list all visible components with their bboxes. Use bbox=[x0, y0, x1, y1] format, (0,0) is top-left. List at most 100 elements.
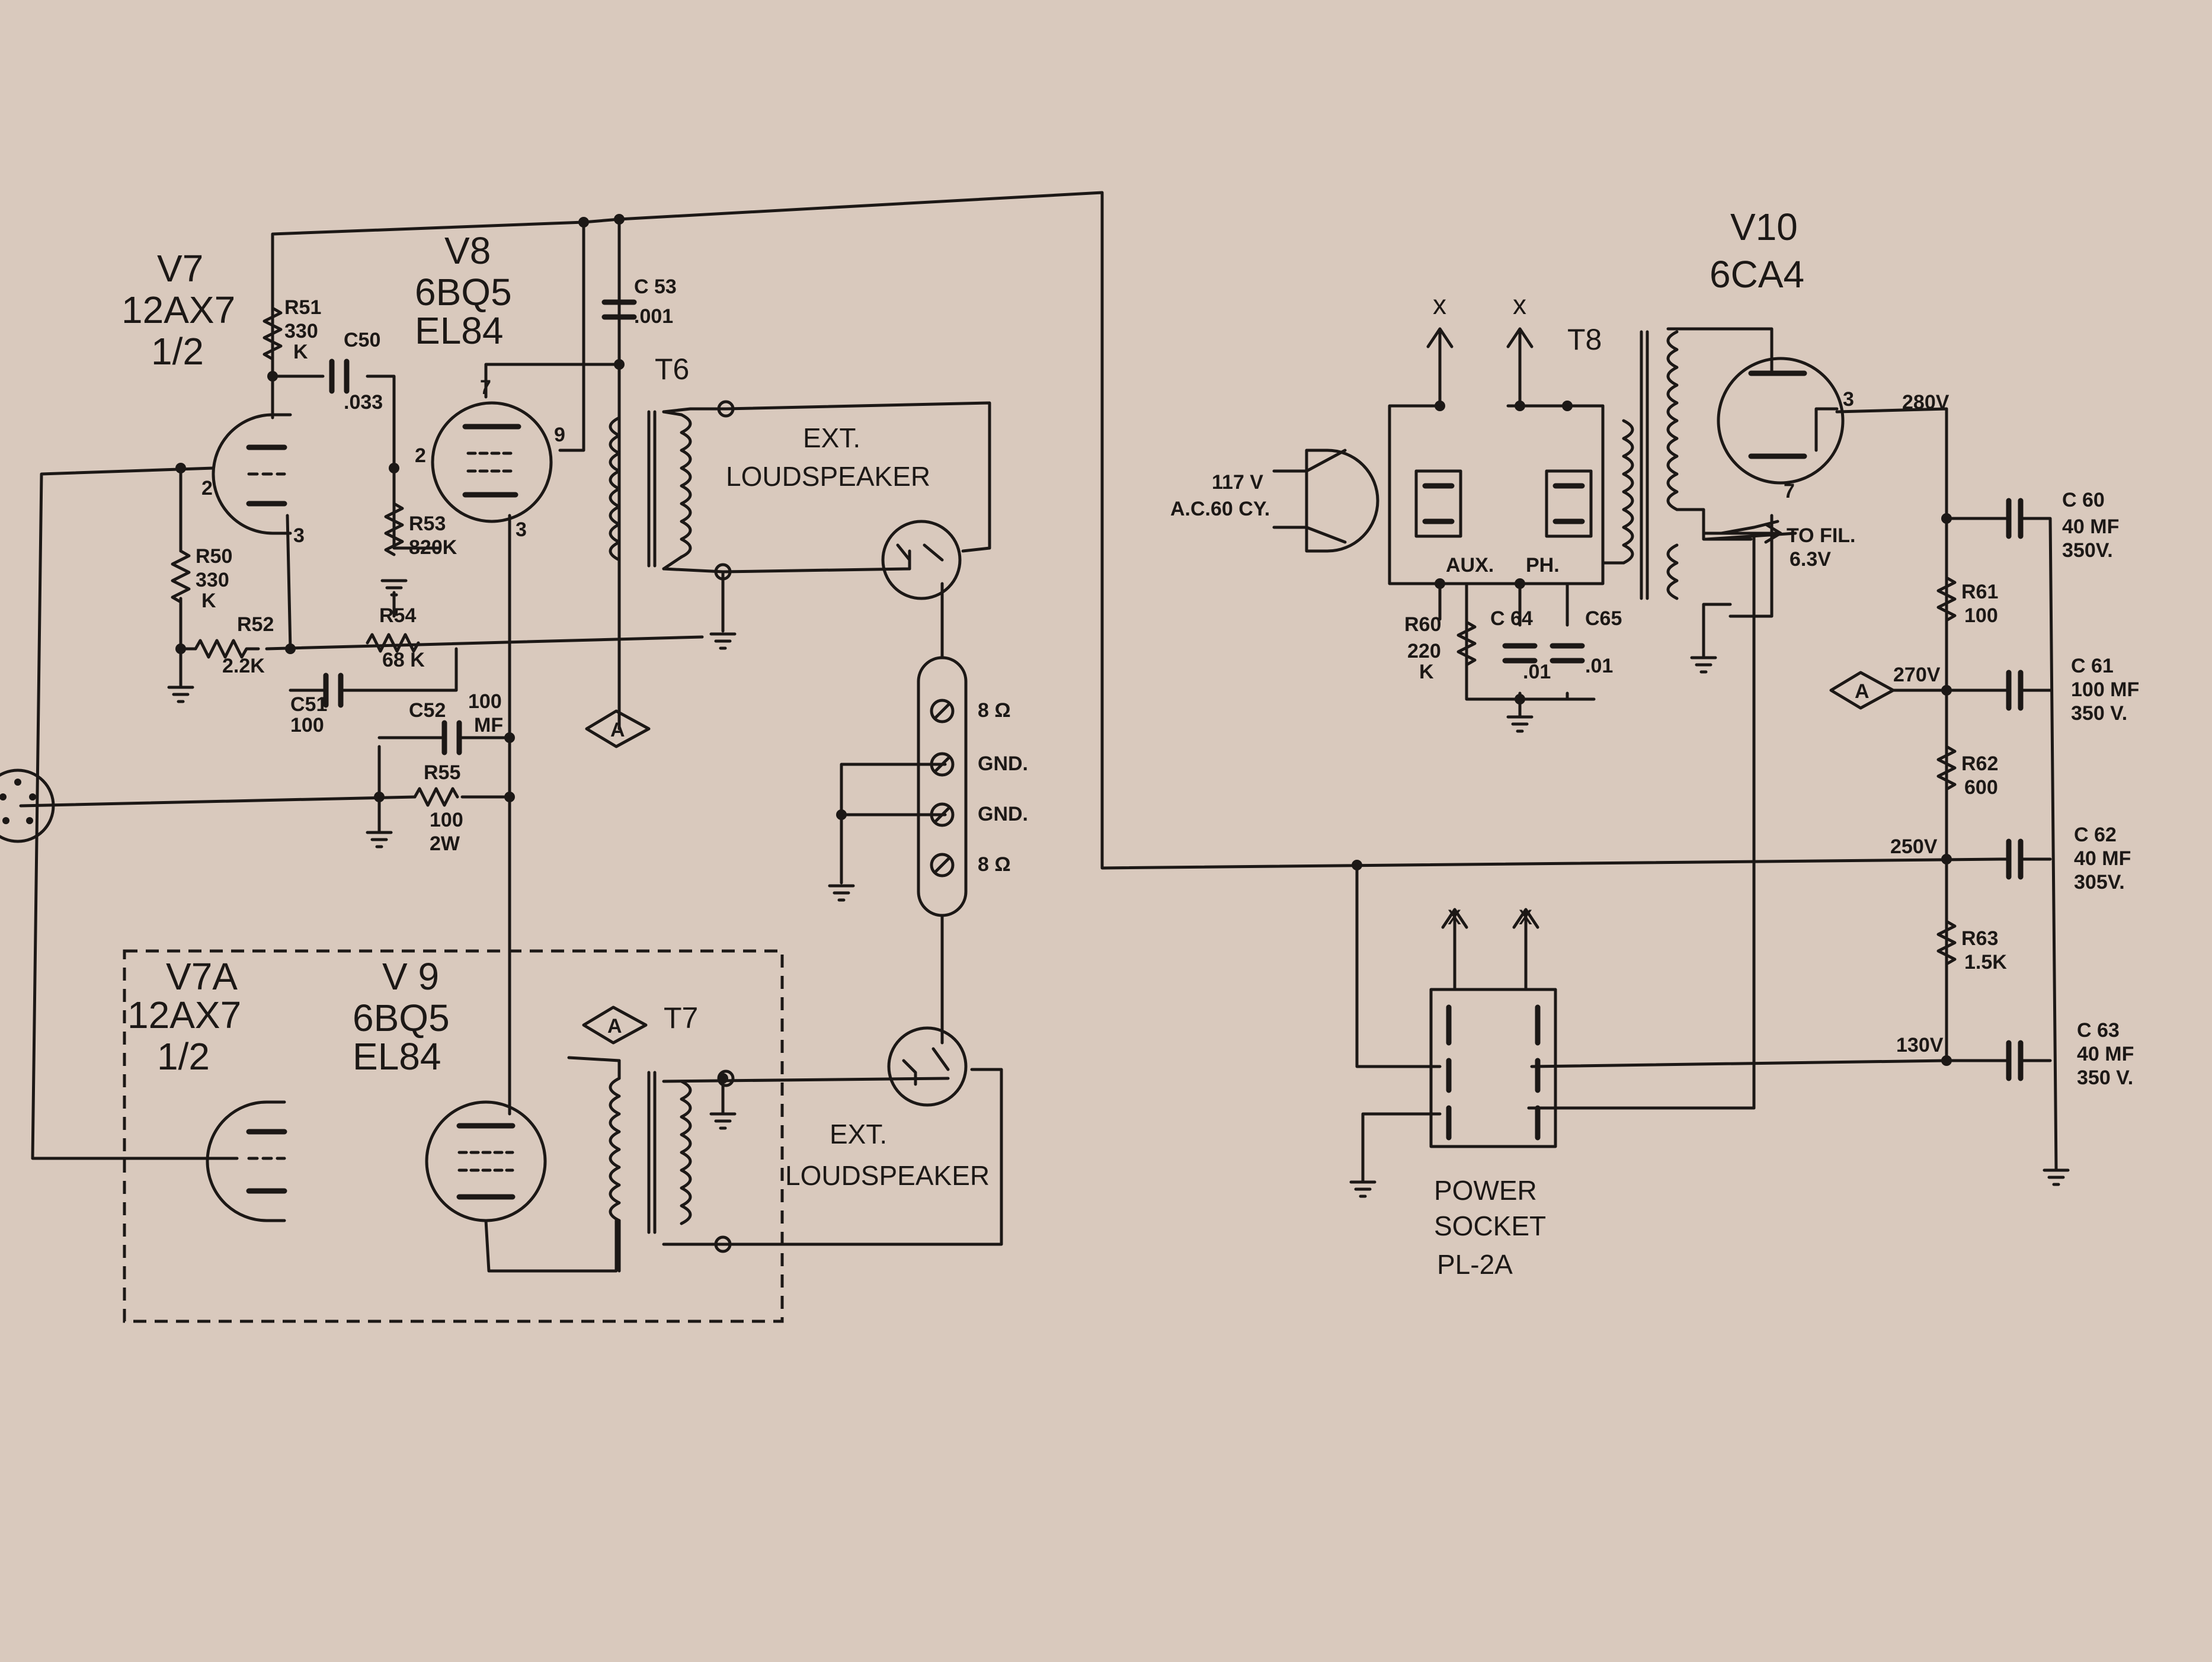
pin-v7-cathode: 3 bbox=[293, 524, 305, 547]
r63-value: 1.5K bbox=[1964, 951, 2007, 973]
pin-v10-heater: 7 bbox=[1784, 480, 1795, 502]
voltage-250: 250V bbox=[1890, 835, 1938, 858]
tube-v7a-envelope bbox=[206, 1100, 287, 1222]
socket-label-line2: SOCKET bbox=[1434, 1211, 1546, 1241]
c51-ref: C51 bbox=[290, 693, 327, 716]
r54-value: 68 K bbox=[382, 649, 425, 671]
resistor-r53 bbox=[384, 502, 404, 556]
wire-terminal-strip bbox=[840, 582, 947, 1045]
pin-v8-screen: 9 bbox=[554, 424, 565, 446]
wire-c51 bbox=[289, 647, 458, 692]
transformer-t6-label: T6 bbox=[655, 353, 689, 386]
ground-icon bbox=[1690, 656, 1717, 674]
resistor-symbols bbox=[171, 306, 1957, 966]
c60-rating: 350V. bbox=[2062, 539, 2113, 562]
tube-v8-envelope bbox=[431, 401, 553, 523]
transformer-t7-symbol bbox=[609, 1059, 692, 1273]
r61-value: 100 bbox=[1964, 604, 1998, 627]
r60-value: 220 bbox=[1407, 640, 1441, 662]
ground-icon bbox=[1349, 1180, 1377, 1198]
c53-ref: C 53 bbox=[634, 276, 677, 298]
tube-v9-alt: EL84 bbox=[353, 1035, 441, 1078]
junction-dot bbox=[614, 359, 625, 370]
c64-ref: C 64 bbox=[1490, 607, 1533, 630]
speaker-1-label-line1: EXT. bbox=[803, 422, 860, 453]
junction-dot bbox=[175, 643, 186, 654]
junction-dot bbox=[1941, 685, 1952, 696]
resistor-r60 bbox=[1456, 620, 1477, 667]
resistor-r61 bbox=[1936, 576, 1957, 622]
c52-ref: C52 bbox=[409, 699, 446, 722]
terminal-screw bbox=[930, 752, 955, 777]
c53-value: .001 bbox=[634, 305, 673, 328]
resistor-r54 bbox=[366, 633, 420, 653]
ground-icon bbox=[1506, 715, 1534, 733]
capacitor-c61 bbox=[2006, 670, 2024, 711]
c62-value: 40 MF bbox=[2074, 847, 2131, 870]
wire-filament bbox=[1527, 514, 1774, 1110]
tube-v9-name: V 9 bbox=[382, 955, 439, 998]
tube-v7-type: 12AX7 bbox=[121, 289, 235, 331]
x-mark-arrows bbox=[1426, 327, 1782, 991]
filament-label-line1: TO FIL. bbox=[1787, 524, 1855, 547]
wire-t7-output bbox=[567, 1056, 1003, 1246]
junction-dot bbox=[504, 792, 515, 802]
pin-v7-grid: 2 bbox=[201, 477, 213, 499]
tube-v7-section: 1/2 bbox=[151, 330, 204, 373]
wire-v10-cathode bbox=[1835, 407, 1948, 1062]
transformer-t7-label: T7 bbox=[664, 1001, 698, 1035]
wiring bbox=[19, 191, 2058, 1273]
pin-v8-grid: 2 bbox=[415, 444, 426, 467]
pin-v8-plate: 7 bbox=[480, 376, 491, 399]
c61-value: 100 MF bbox=[2071, 678, 2139, 701]
r63-ref: R63 bbox=[1961, 927, 1998, 950]
pin-v8-cathode: 3 bbox=[516, 518, 527, 541]
r50-value: 330 bbox=[196, 569, 229, 591]
wire-v7-plate bbox=[271, 374, 440, 550]
reference-a-t7: A bbox=[607, 1015, 622, 1037]
reference-a-supply: A bbox=[1855, 680, 1870, 703]
r50-ref: R50 bbox=[196, 545, 232, 568]
tube-v10-type: 6CA4 bbox=[1710, 253, 1804, 296]
capacitor-c65 bbox=[1550, 643, 1585, 664]
r52-value: 2.2K bbox=[222, 655, 265, 677]
c60-ref: C 60 bbox=[2062, 489, 2105, 511]
ground-icon bbox=[828, 884, 855, 902]
x-mark-socket-1: x bbox=[1448, 899, 1461, 930]
r61-ref: R61 bbox=[1961, 581, 1998, 603]
terminal-label-1: 8 Ω bbox=[978, 699, 1011, 722]
resistor-r63 bbox=[1936, 920, 1957, 966]
capacitor-c64 bbox=[1502, 643, 1538, 664]
c61-ref: C 61 bbox=[2071, 655, 2114, 677]
junction-dot bbox=[374, 792, 385, 802]
terminal-label-3: GND. bbox=[978, 803, 1028, 825]
wire-filter bbox=[1906, 517, 2058, 1172]
r52-ref: R52 bbox=[237, 613, 274, 636]
junction-dot bbox=[1941, 1055, 1952, 1066]
wire-mains bbox=[1272, 449, 1347, 544]
junction-dot bbox=[1435, 578, 1445, 589]
junction-dot bbox=[1352, 860, 1362, 870]
c51-value: 100 bbox=[290, 714, 324, 736]
junction-dot bbox=[578, 217, 589, 228]
transformer-t8-label: T8 bbox=[1567, 323, 1602, 356]
speaker-jack-1 bbox=[881, 520, 962, 600]
voltage-280: 280V bbox=[1902, 391, 1949, 414]
r60-unit: K bbox=[1419, 661, 1434, 683]
ground-icon bbox=[709, 632, 737, 650]
r62-value: 600 bbox=[1964, 776, 1998, 799]
x-mark-ph: x bbox=[1513, 289, 1526, 320]
x-mark-aux: x bbox=[1433, 289, 1446, 320]
speaker-jack-2 bbox=[887, 1026, 968, 1107]
r53-ref: R53 bbox=[409, 513, 446, 535]
junction-dot bbox=[1515, 694, 1525, 704]
tube-v8-type: 6BQ5 bbox=[415, 271, 512, 313]
terminal-label-4: 8 Ω bbox=[978, 853, 1011, 876]
resistor-r52 bbox=[194, 639, 260, 659]
c61-rating: 350 V. bbox=[2071, 702, 2127, 725]
c50-value: .033 bbox=[344, 391, 383, 414]
voltage-270: 270V bbox=[1893, 664, 1941, 686]
junction-dot bbox=[175, 463, 186, 473]
